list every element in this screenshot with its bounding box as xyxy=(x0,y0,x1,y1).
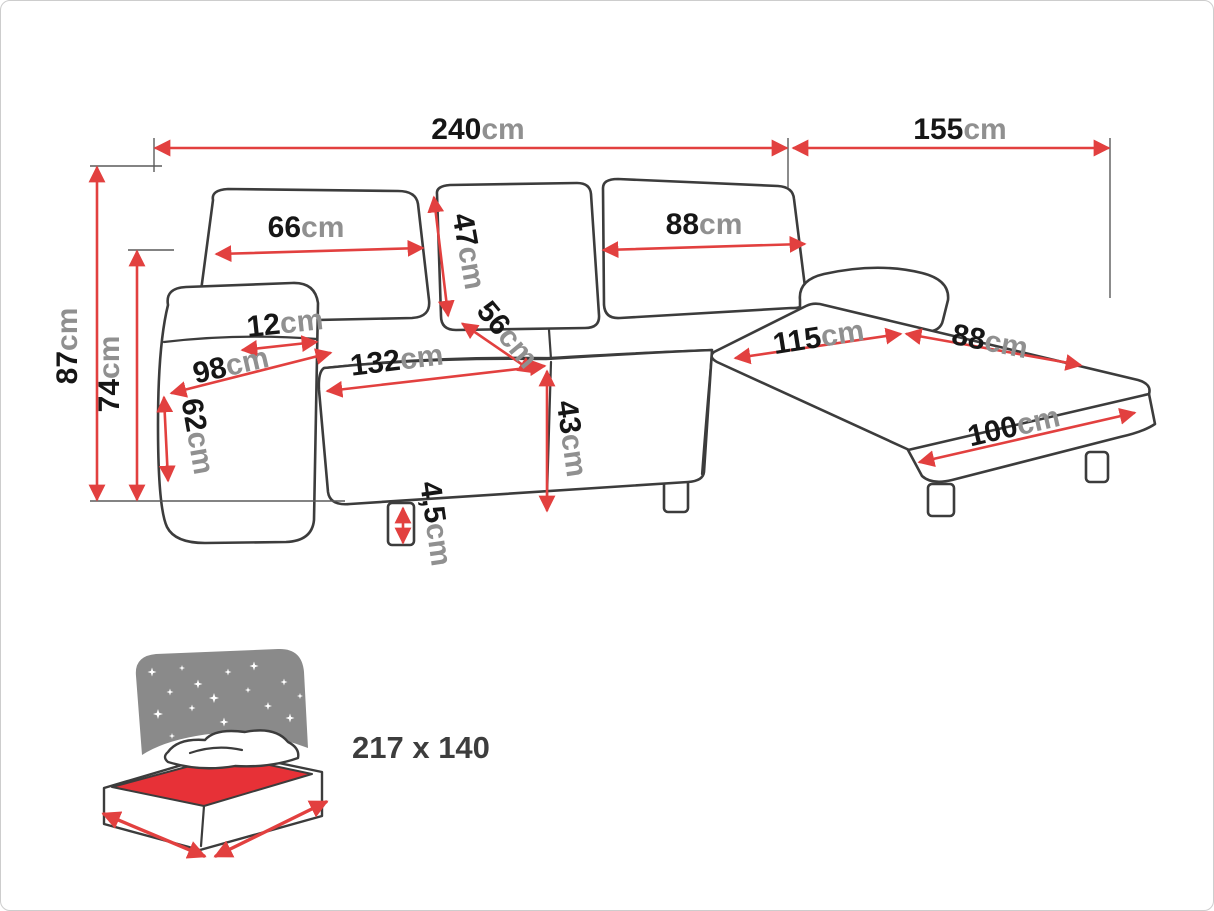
dim-value: 66 xyxy=(268,211,301,244)
dimension-total-height: 87cm xyxy=(51,165,106,502)
dimension-back-cushion-height-label: 47cm xyxy=(445,211,491,292)
star-icon xyxy=(193,679,203,689)
sleeping-area-size-label: 217 x 140 xyxy=(352,730,490,765)
dimension-total-height-label: 87cm xyxy=(51,308,84,385)
dim-value: 74 xyxy=(93,379,126,413)
dimension-back-cushion-height: 47cm xyxy=(427,195,491,318)
dimension-armrest-top-width-label: 12cm xyxy=(245,303,325,344)
star-icon xyxy=(285,713,295,723)
star-icon xyxy=(179,665,185,671)
dimension-seat-cushion-width-label: 132cm xyxy=(348,339,445,383)
dim-value: 4,5 xyxy=(413,479,451,525)
dim-unit: cm xyxy=(699,208,742,241)
dim-unit: cm xyxy=(963,113,1006,146)
star-icon xyxy=(147,667,157,677)
dim-unit: cm xyxy=(818,314,866,353)
dimension-backrest-height-label: 74cm xyxy=(93,336,126,413)
dim-unit: cm xyxy=(301,211,344,244)
dim-value: 132 xyxy=(348,344,402,383)
dimension-armrest-front-height: 62cm xyxy=(156,395,220,483)
sofa-leg xyxy=(1084,450,1110,484)
dim-value: 47 xyxy=(445,211,483,250)
dimension-back-cushion-right-label: 88cm xyxy=(666,208,743,241)
dimension-back-cushion-right: 88cm xyxy=(601,208,807,259)
bed-width-arrow xyxy=(101,811,207,859)
star-icon xyxy=(297,693,303,699)
dim-unit: cm xyxy=(982,325,1031,366)
dimension-leg-height: 4,5cm xyxy=(394,479,458,568)
star-icon xyxy=(169,733,175,739)
dim-unit: cm xyxy=(419,521,458,569)
dimension-chaise-seat-length-label: 115cm xyxy=(771,314,867,361)
dim-unit: cm xyxy=(398,339,445,377)
dimension-seat-height: 43cm xyxy=(538,369,593,513)
bed-headboard xyxy=(135,648,308,755)
dim-value: 12 xyxy=(245,308,282,344)
dimension-backrest-height: 74cm xyxy=(93,249,146,502)
dimension-total-width-label: 240cm xyxy=(431,113,524,146)
dim-value: 88 xyxy=(666,208,699,241)
dimension-back-cushion-left-label: 66cm xyxy=(268,211,345,244)
star-icon xyxy=(264,702,272,710)
dimension-back-cushion-left: 66cm xyxy=(214,211,425,263)
sleeping-function-icon: 217 x 140 xyxy=(101,648,490,859)
star-icon xyxy=(188,704,196,712)
dimension-total-depth-label: 155cm xyxy=(913,113,1006,146)
dim-unit: cm xyxy=(51,308,84,351)
dimension-armrest-front-height-label: 62cm xyxy=(174,396,220,477)
dim-unit: cm xyxy=(180,429,220,477)
star-icon xyxy=(280,678,288,686)
dimension-seat-height-label: 43cm xyxy=(550,398,593,479)
star-icon xyxy=(209,693,219,703)
dim-value: 87 xyxy=(51,351,84,384)
star-icon xyxy=(249,661,259,671)
dim-unit: cm xyxy=(93,336,126,379)
dim-value: 240 xyxy=(431,113,481,146)
dimension-chaise-seat-length: 115cm xyxy=(733,314,903,365)
dimension-leg-height-label: 4,5cm xyxy=(413,479,458,568)
dimension-chaise-seat-width-label: 88cm xyxy=(949,318,1031,365)
star-icon xyxy=(166,688,174,696)
star-icon xyxy=(245,687,251,693)
dim-value: 98 xyxy=(190,351,230,391)
star-icon xyxy=(224,668,232,676)
dimension-total-width: 240cm xyxy=(153,113,789,157)
sofa-leg xyxy=(926,482,956,518)
dim-value: 43 xyxy=(550,398,587,436)
bed-depth-arrow xyxy=(213,800,329,858)
dim-value: 62 xyxy=(174,396,212,435)
star-icon xyxy=(153,709,163,719)
dimension-armrest-top-width: 12cm xyxy=(240,303,325,357)
bed-blanket-fold xyxy=(188,746,244,755)
dim-unit: cm xyxy=(481,113,524,146)
dim-value: 115 xyxy=(771,321,824,361)
dim-unit: cm xyxy=(451,244,491,292)
sofa-leg xyxy=(386,501,416,547)
dim-unit: cm xyxy=(278,303,325,340)
dimension-total-depth: 155cm xyxy=(791,113,1111,157)
dimension-seat-cushion-width: 132cm xyxy=(325,339,547,398)
dim-value: 155 xyxy=(913,113,963,146)
seat-chaise-junction xyxy=(700,350,714,476)
dimension-chaise-seat-width: 88cm xyxy=(904,318,1083,371)
star-icon xyxy=(219,717,229,727)
dim-value: 88 xyxy=(949,318,988,357)
back-cushion-middle xyxy=(435,181,601,332)
dim-unit: cm xyxy=(554,431,593,479)
